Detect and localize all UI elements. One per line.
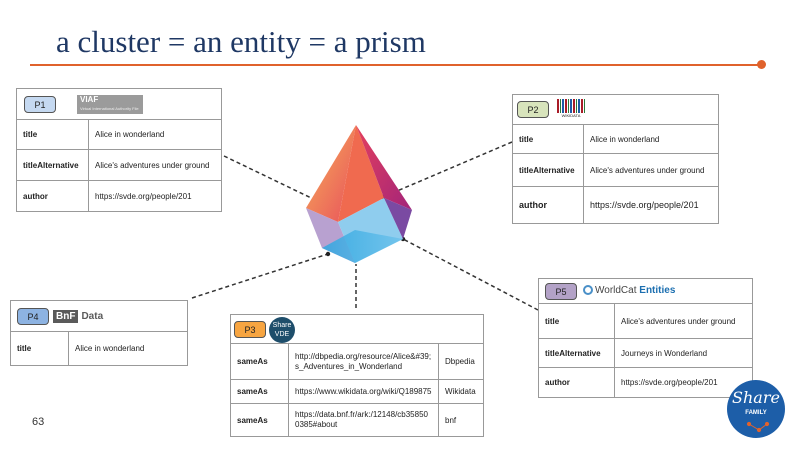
property-key: author: [17, 181, 89, 211]
table-row: author https://svde.org/people/201: [513, 187, 718, 223]
table-row: sameAs https://www.wikidata.org/wiki/Q18…: [231, 380, 483, 404]
table-row: author https://svde.org/people/201: [17, 181, 221, 211]
property-key: sameAs: [231, 344, 289, 379]
table-row: sameAs http://dbpedia.org/resource/Alice…: [231, 344, 483, 380]
property-value: http://dbpedia.org/resource/Alice&#39;s_…: [289, 344, 439, 379]
table-row: title Alice in wonderland: [11, 332, 187, 365]
title-underline: [30, 64, 760, 66]
network-dots-icon: [746, 421, 770, 433]
property-value: Alice's adventures under ground: [621, 316, 736, 326]
wikidata-logo: WIKIDATA: [557, 99, 585, 121]
property-key: titleAlternative: [513, 154, 584, 186]
table-row: title Alice's adventures under ground: [539, 304, 752, 339]
property-source: Dbpedia: [445, 357, 475, 366]
property-key: titleAlternative: [17, 150, 89, 180]
prism-graphic: [306, 125, 412, 263]
property-key: titleAlternative: [539, 339, 615, 367]
property-value: https://svde.org/people/201: [590, 200, 699, 210]
property-key: author: [539, 368, 615, 397]
table-row: sameAs https://data.bnf.fr/ark:/12148/cb…: [231, 404, 483, 436]
property-value: Alice's adventures under ground: [95, 160, 210, 170]
property-key: title: [17, 120, 89, 149]
table-row: title Alice in wonderland: [17, 120, 221, 150]
property-key: sameAs: [231, 380, 289, 403]
property-value: https://svde.org/people/201: [95, 191, 192, 201]
worldcat-entities-logo: WorldCat Entities: [583, 285, 675, 296]
property-value: Alice in wonderland: [590, 134, 660, 144]
property-value: https://svde.org/people/201: [621, 378, 718, 387]
table-row: titleAlternative Alice's adventures unde…: [17, 150, 221, 181]
table-row: title Alice in wonderland: [513, 125, 718, 154]
entity-box-header: P5 WorldCat Entities: [539, 279, 752, 304]
connector-p4: [191, 253, 329, 299]
table-row: titleAlternative Alice's adventures unde…: [513, 154, 718, 187]
worldcat-icon: [583, 285, 593, 296]
property-value: https://www.wikidata.org/wiki/Q189875: [289, 380, 439, 403]
property-source: Wikidata: [445, 387, 476, 396]
entity-box-header: P2 WIKIDATA: [513, 95, 718, 125]
property-value: Alice in wonderland: [95, 130, 165, 139]
entity-box-p2: P2 WIKIDATA title Alice in wonderland ti…: [512, 94, 719, 224]
connector-p2: [382, 141, 513, 198]
table-row: titleAlternative Journeys in Wonderland: [539, 339, 752, 368]
property-value: Journeys in Wonderland: [621, 348, 708, 358]
entity-label-p1: P1: [24, 96, 56, 113]
property-key: title: [11, 332, 69, 365]
property-value: Alice in wonderland: [75, 344, 145, 353]
entity-box-p5: P5 WorldCat Entities title Alice's adven…: [538, 278, 753, 398]
entity-label-p2: P2: [517, 101, 549, 118]
entity-label-p3: P3: [234, 321, 266, 338]
title-underline-dot: [757, 60, 766, 69]
page-number: 63: [32, 416, 45, 428]
property-key: title: [513, 125, 584, 153]
table-row: author https://svde.org/people/201: [539, 368, 752, 397]
property-key: author: [513, 187, 584, 223]
share-family-logo: Share FAMILY: [727, 380, 785, 438]
slide-title: a cluster = an entity = a prism: [56, 24, 426, 59]
property-key: title: [539, 304, 615, 338]
property-key: sameAs: [231, 404, 289, 436]
property-value: Alice's adventures under ground: [590, 165, 705, 175]
entity-label-p5: P5: [545, 283, 577, 300]
entity-label-p4: P4: [17, 308, 49, 325]
property-source: bnf: [445, 415, 457, 425]
property-value: https://data.bnf.fr/ark:/12148/cb3585003…: [289, 404, 439, 436]
connector-p5: [402, 238, 539, 311]
